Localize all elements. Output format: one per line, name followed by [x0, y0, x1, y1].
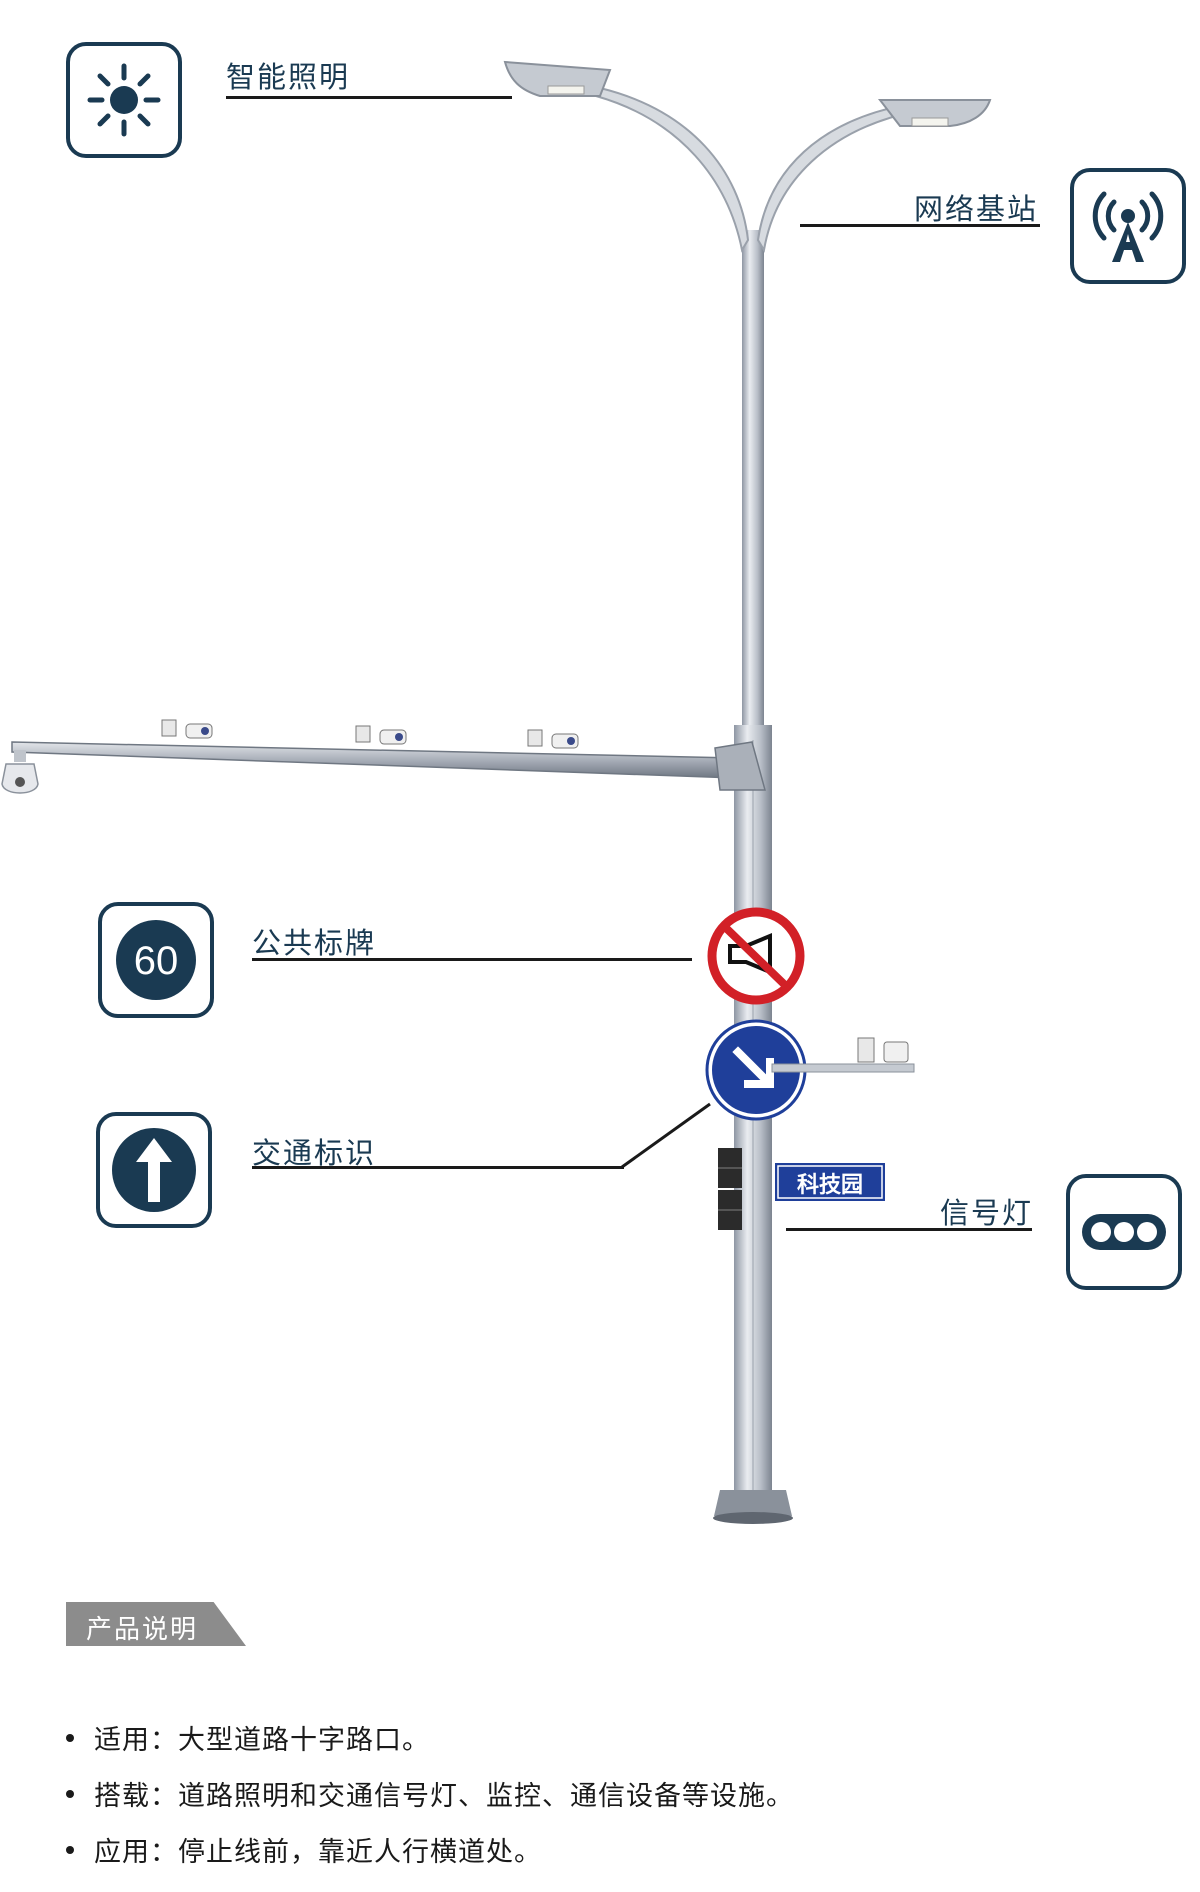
traffic-sign-leader-diagonal	[621, 1102, 711, 1169]
arm-camera-1	[161, 719, 213, 739]
public-sign-label: 公共标牌	[252, 926, 377, 960]
signal-light-leader-line	[786, 1228, 1032, 1231]
street-name-sign: 科技园	[773, 1161, 887, 1203]
public-sign-icon-box: 60	[98, 902, 214, 1018]
upper-pole	[742, 230, 764, 730]
side-arm-camera	[771, 1037, 915, 1073]
description-item-3: 应用：停止线前，靠近人行横道处。	[66, 1830, 1146, 1869]
description-item-1: 适用：大型道路十字路口。	[66, 1718, 1146, 1757]
right-lamp-head	[877, 99, 992, 127]
description-item-label: 适用	[94, 1725, 150, 1756]
signal-light-label: 信号灯	[940, 1196, 1034, 1230]
traffic-sign-leader-line	[252, 1166, 624, 1169]
description-item-text: ：停止线前，靠近人行横道处。	[150, 1837, 542, 1868]
description-title: 产品说明	[86, 1615, 199, 1645]
arm-camera-3	[527, 729, 579, 749]
traffic-sign-icon-box	[96, 1112, 212, 1228]
dome-camera	[1, 750, 39, 794]
bullet-dot	[66, 1733, 74, 1742]
left-lamp-arm	[594, 86, 750, 253]
speed-limit-icon: 60	[116, 920, 196, 1000]
left-lamp-led	[547, 85, 585, 95]
antenna-tower-icon	[1092, 191, 1164, 262]
lighting-icon-box	[66, 42, 182, 158]
description-item-label: 搭载	[94, 1781, 150, 1812]
arm-camera-2	[355, 725, 407, 745]
description-item-text: ：大型道路十字路口。	[150, 1725, 430, 1756]
pole-base	[714, 1490, 792, 1516]
sun-icon	[87, 63, 161, 137]
bullet-dot	[66, 1845, 74, 1854]
right-lamp-arm	[756, 102, 914, 253]
street-sign-text: 科技园	[797, 1172, 863, 1197]
traffic-light	[718, 1148, 742, 1230]
base-station-icon-box	[1070, 168, 1186, 284]
base-station-leader-line	[800, 224, 1040, 227]
bullet-dot	[66, 1789, 74, 1798]
description-item-text: ：道路照明和交通信号灯、监控、通信设备等设施。	[150, 1781, 794, 1812]
public-sign-leader-line	[252, 958, 692, 961]
right-lamp-led	[911, 117, 949, 127]
horizontal-arm	[11, 741, 736, 779]
arrow-up-icon	[112, 1128, 196, 1212]
no-horn-sign	[707, 907, 805, 1005]
description-item-label: 应用	[94, 1837, 150, 1868]
traffic-sign-label: 交通标识	[252, 1136, 377, 1170]
signal-light-icon-box	[1066, 1174, 1182, 1290]
lighting-label: 智能照明	[226, 60, 351, 94]
lighting-leader-line	[226, 96, 512, 99]
base-station-label: 网络基站	[914, 192, 1039, 226]
description-title-tag: 产品说明	[66, 1602, 246, 1646]
description-item-2: 搭载：道路照明和交通信号灯、监控、通信设备等设施。	[66, 1774, 1146, 1813]
traffic-light-icon	[1082, 1214, 1166, 1250]
svg-text:60: 60	[134, 939, 179, 983]
